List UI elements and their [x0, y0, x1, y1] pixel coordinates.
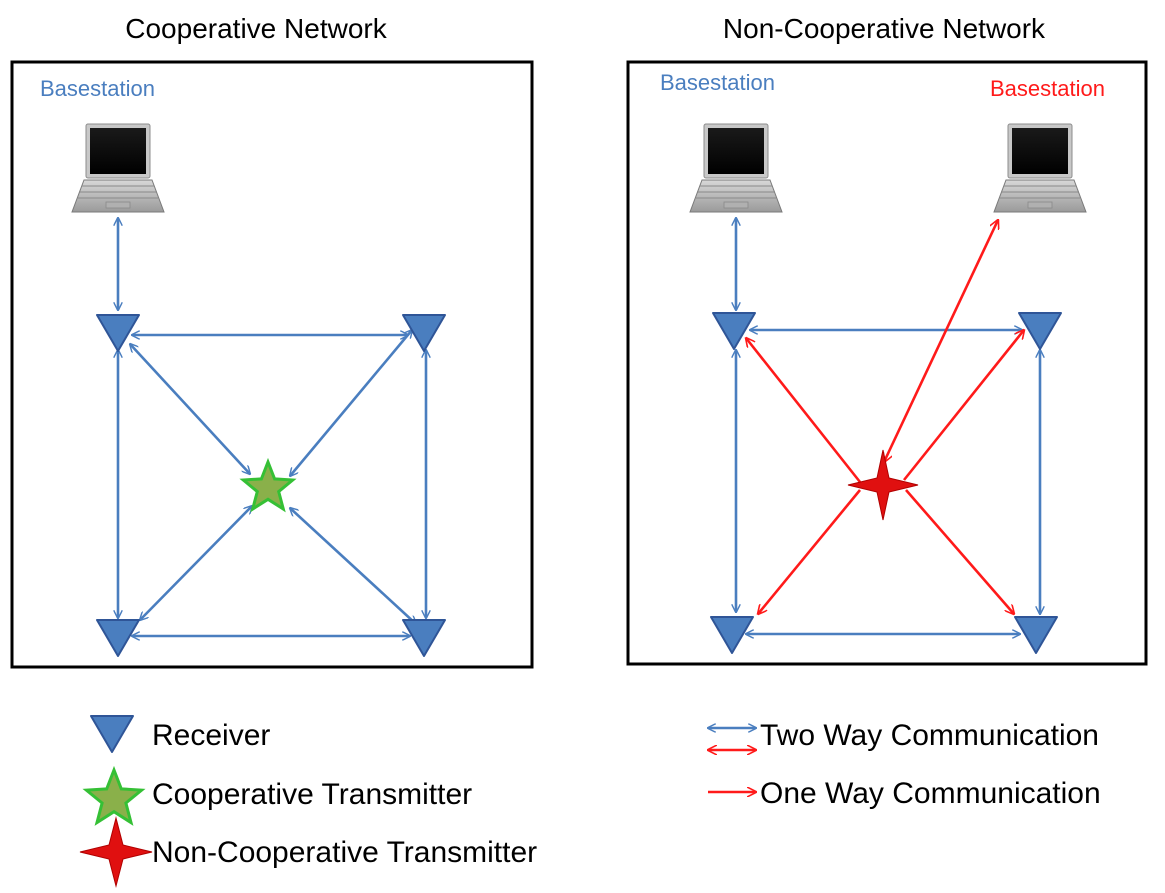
star-icon — [82, 765, 146, 826]
link-jammer-bottomleft — [758, 489, 862, 614]
receiver-icon — [712, 312, 756, 350]
non-cooperative-transmitter-star-icon — [847, 449, 919, 521]
receiver-icon — [402, 619, 446, 657]
cooperative-basestation-label: Basestation — [40, 76, 155, 101]
legend-receiver-label: Receiver — [152, 719, 270, 752]
legend: Receiver Cooperative Transmitter Non-Coo… — [79, 715, 1101, 888]
link-bottomleft-star — [140, 506, 252, 620]
legend-item-two-way: Two Way Communication — [708, 719, 1099, 752]
link-jammer-bottomright — [905, 489, 1014, 614]
receiver-icon — [96, 619, 140, 657]
legend-one-way-label: One Way Communication — [760, 777, 1101, 810]
legend-item-non-cooperative-transmitter: Non-Cooperative Transmitter — [79, 816, 537, 888]
non-cooperative-panel: Basestation Basestation — [626, 60, 1148, 666]
legend-item-one-way: One Way Communication — [708, 777, 1101, 810]
cooperative-links — [118, 218, 426, 636]
non-cooperative-frame — [626, 60, 1148, 666]
link-topright-star — [290, 330, 412, 476]
non-cooperative-red-links — [746, 220, 1024, 614]
non-cooperative-basestation-right-label: Basestation — [990, 76, 1105, 101]
legend-two-way-label: Two Way Communication — [760, 719, 1099, 752]
non-cooperative-red-basestation-laptop-icon — [993, 123, 1087, 213]
link-jammer-topleft — [746, 338, 862, 483]
legend-item-cooperative-transmitter: Cooperative Transmitter — [82, 765, 472, 826]
non-cooperative-basestation-left-label: Basestation — [660, 70, 775, 95]
link-jammer-topright — [902, 330, 1024, 481]
non-cooperative-basestation-laptop-icon — [689, 123, 783, 213]
link-topleft-star — [130, 344, 250, 474]
non-cooperative-blue-links — [736, 218, 1040, 634]
legend-cooperative-transmitter-label: Cooperative Transmitter — [152, 778, 472, 811]
link-bottomright-star — [290, 508, 416, 624]
legend-non-cooperative-transmitter-label: Non-Cooperative Transmitter — [152, 836, 537, 869]
cooperative-basestation-laptop-icon — [71, 123, 165, 213]
receiver-icon — [1018, 312, 1062, 350]
four-point-star-icon — [79, 816, 153, 888]
receiver-icon — [90, 715, 134, 753]
cooperative-panel: Basestation — [10, 60, 534, 669]
cooperative-transmitter-star-icon — [239, 457, 297, 513]
legend-item-receiver: Receiver — [90, 715, 270, 753]
cooperative-frame — [10, 60, 534, 669]
non-cooperative-title: Non-Cooperative Network — [723, 13, 1046, 44]
link-red-basestation-jammer — [884, 220, 998, 462]
cooperative-title: Cooperative Network — [125, 13, 387, 44]
receiver-icon — [1014, 616, 1058, 654]
